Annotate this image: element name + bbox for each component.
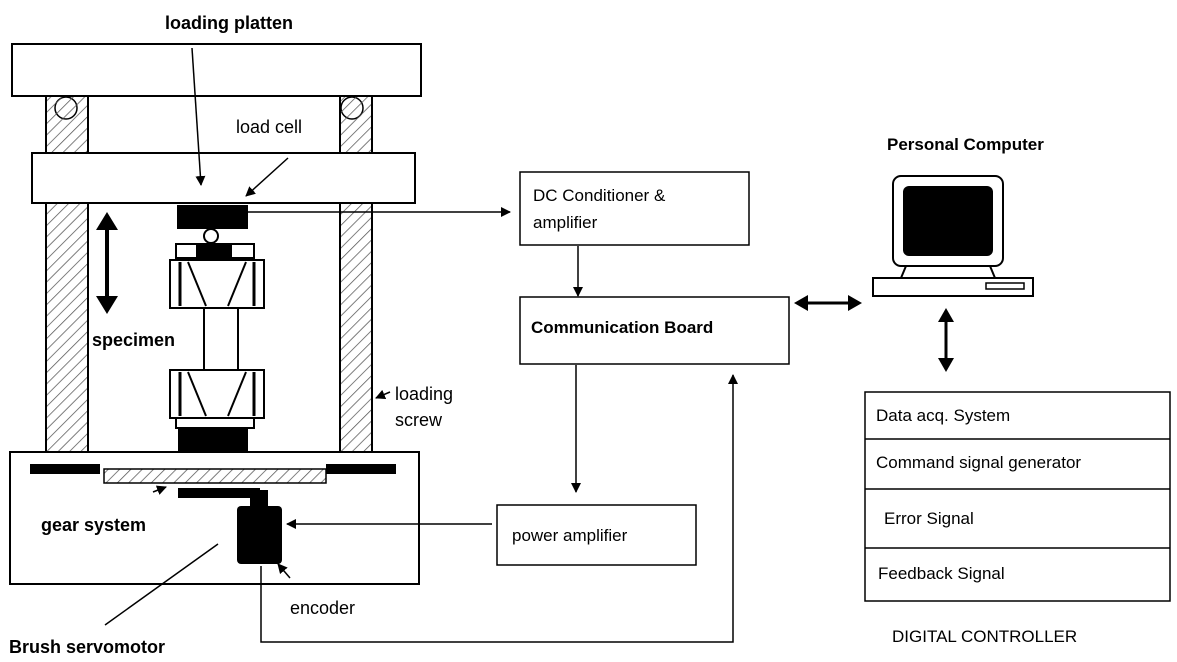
digital-controller-label: DIGITAL CONTROLLER [892, 627, 1078, 646]
load-cell-ball [203, 228, 219, 244]
specimen-rod [203, 307, 239, 371]
gear-bar [178, 488, 260, 498]
controller-row-error-signal: Error Signal [884, 509, 974, 528]
pointers [104, 47, 391, 626]
specimen-label: specimen [92, 330, 176, 350]
specimen-assembly [169, 205, 265, 452]
motor-shaft [250, 490, 268, 510]
communication-board-box [519, 296, 790, 365]
base-plate-left [30, 464, 100, 474]
communication-board-text: Communication Board [531, 318, 714, 337]
personal-computer-label: Personal Computer [887, 135, 1044, 154]
controller-row-command-signal: Command signal generator [876, 453, 1082, 472]
brush-servomotor-label: Brush servomotor [9, 637, 166, 657]
personal-computer-icon [872, 175, 1034, 297]
gear-system-plate [103, 468, 327, 484]
loading-platten-label: loading platten [165, 13, 293, 33]
lower-grip-body [169, 369, 265, 419]
lower-grip-bar [175, 417, 255, 429]
right-screw-column [339, 95, 373, 453]
power-amplifier-box [496, 504, 697, 566]
loading-screw-label: loading screw [395, 384, 454, 430]
load-cell-block [177, 205, 248, 229]
lower-load-block [178, 428, 248, 452]
upper-grip-body [169, 259, 265, 309]
brush-servomotor-body [237, 506, 282, 564]
controller-row-data-acq: Data acq. System [876, 406, 1011, 425]
controller-row-feedback-signal: Feedback Signal [878, 564, 1005, 583]
gear-system-label: gear system [41, 515, 147, 535]
signal-lines [248, 207, 738, 643]
dc-conditioner-box [519, 171, 750, 246]
pc-controller-double-arrow [938, 308, 954, 372]
loading-frame [9, 43, 422, 585]
upper-grip-cap [196, 244, 232, 258]
left-screw-column [45, 95, 89, 453]
encoder-label: encoder [290, 598, 356, 618]
base-plate-right [326, 464, 396, 474]
power-amplifier-text: power amplifier [512, 526, 628, 545]
dc-conditioner-text: DC Conditioner & amplifier [533, 186, 666, 232]
movement-double-arrow [96, 212, 118, 314]
top-crossbeam [11, 43, 422, 97]
moving-crosshead [31, 152, 416, 204]
load-cell-label: load cell [236, 117, 303, 137]
digital-controller-table [864, 391, 1171, 602]
comm-pc-double-arrow [794, 295, 862, 311]
